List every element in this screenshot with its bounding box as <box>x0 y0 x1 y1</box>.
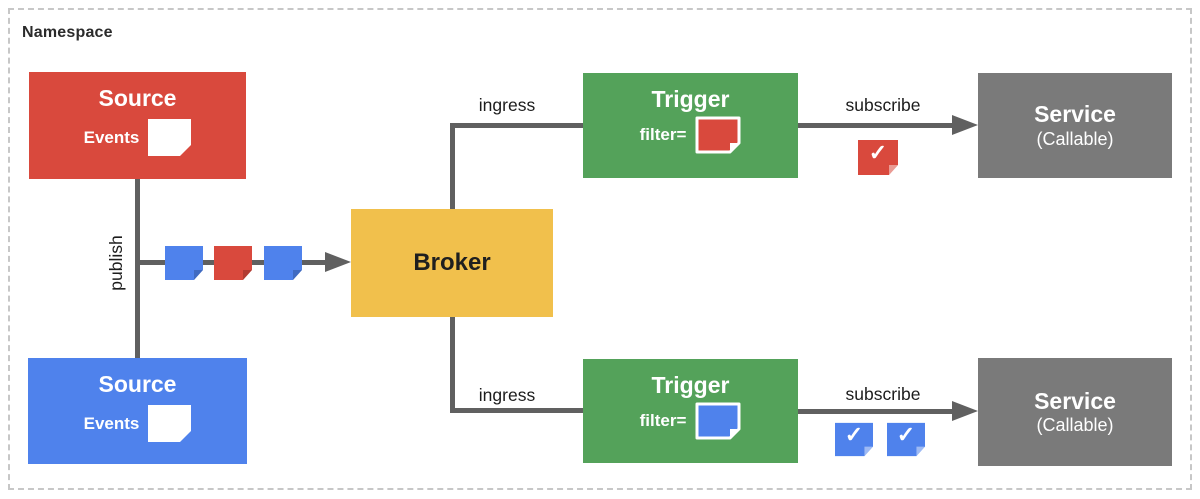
service-title: Service <box>1034 387 1116 414</box>
subscribe-top-arrowhead-icon <box>952 115 978 135</box>
events-label: Events <box>83 413 140 433</box>
checkmark-icon: ✓ <box>896 422 916 448</box>
source-node-bottom: Source Events <box>28 358 247 464</box>
note-shape <box>148 119 192 157</box>
source-connector-line <box>135 179 140 358</box>
note-shape <box>835 422 873 457</box>
checked-event-note-blue: ✓ <box>887 422 925 457</box>
ingress-top-hline <box>450 123 583 128</box>
note-shape <box>148 405 192 443</box>
ingress-bottom-hline <box>450 408 583 413</box>
note-shape <box>887 422 925 457</box>
note-shape <box>264 246 302 280</box>
publish-arrowhead-icon <box>325 252 351 272</box>
trigger-title: Trigger <box>651 372 730 398</box>
ingress-bottom-label: ingress <box>478 385 536 405</box>
note-shape <box>695 402 741 440</box>
ingress-top-vline <box>450 123 455 209</box>
broker-title: Broker <box>413 249 491 277</box>
filter-note-blue-icon <box>695 402 741 440</box>
note-shape <box>165 246 203 280</box>
event-note-blue-icon <box>264 246 302 280</box>
checked-event-note-blue: ✓ <box>835 422 873 457</box>
service-subtitle: (Callable) <box>1036 415 1114 436</box>
filter-row: filter= <box>640 116 742 154</box>
broker-node: Broker <box>351 209 553 317</box>
service-node-top: Service (Callable) <box>978 73 1172 178</box>
service-subtitle: (Callable) <box>1036 128 1114 149</box>
namespace-boundary <box>8 8 1192 490</box>
events-label: Events <box>83 127 140 147</box>
trigger-title: Trigger <box>651 86 730 112</box>
checked-event-note-red: ✓ <box>858 140 898 175</box>
filter-label: filter= <box>639 125 687 145</box>
service-title: Service <box>1034 101 1116 128</box>
event-note-red-icon <box>214 246 252 280</box>
subscribe-bottom-label: subscribe <box>845 384 921 404</box>
checkmark-icon: ✓ <box>844 422 864 448</box>
checkmark-icon: ✓ <box>868 140 888 166</box>
filter-note-red-icon <box>695 116 741 154</box>
trigger-node-top: Trigger filter= <box>583 73 798 178</box>
ingress-top-label: ingress <box>478 95 536 115</box>
ingress-bottom-vline <box>450 317 455 413</box>
event-note-white-icon <box>148 405 192 443</box>
event-note-blue-icon <box>165 246 203 280</box>
note-shape <box>858 140 898 175</box>
source-title: Source <box>98 85 177 111</box>
subscribe-bottom-line <box>798 409 952 414</box>
subscribe-top-label: subscribe <box>845 95 921 115</box>
subscribe-bottom-arrowhead-icon <box>952 401 978 421</box>
events-row: Events <box>83 119 192 157</box>
source-node-top: Source Events <box>29 72 246 179</box>
source-title: Source <box>98 371 177 397</box>
filter-label: filter= <box>639 411 687 431</box>
note-shape <box>695 116 741 154</box>
subscribe-top-line <box>798 123 952 128</box>
namespace-label: Namespace <box>22 24 113 41</box>
event-note-white-icon <box>148 119 192 157</box>
filter-row: filter= <box>640 402 742 440</box>
note-shape <box>214 246 252 280</box>
service-node-bottom: Service (Callable) <box>978 358 1172 466</box>
publish-label: publish <box>106 235 126 291</box>
events-row: Events <box>83 405 192 443</box>
trigger-node-bottom: Trigger filter= <box>583 359 798 463</box>
